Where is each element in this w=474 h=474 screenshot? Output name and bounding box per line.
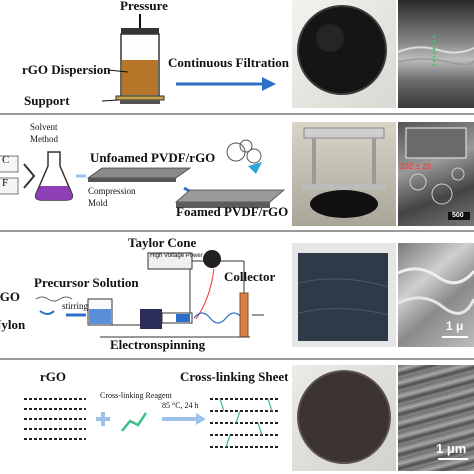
left-cutoff-bottom: F (2, 177, 9, 189)
rgo-label: rGO (40, 369, 66, 384)
electrospinning-label: Electronspinning (110, 337, 206, 352)
left-nylon-label: Nylon (0, 317, 26, 332)
stirring-label: stirring (62, 301, 88, 311)
reagent-label: Cross-linking Reagent (100, 391, 172, 400)
condition-label: 85 °C, 24 h (162, 401, 199, 410)
foam-sem-image: 292 ± 20 500 (398, 122, 474, 226)
panel-filtration: Pressure rGO Dispersion Support Continuo… (0, 0, 474, 112)
press-photo (292, 122, 396, 226)
left-rgo-label: rGO (0, 289, 20, 304)
dispersion-label: rGO Dispersion (22, 62, 111, 77)
solvent-label: Solvent (30, 122, 58, 132)
compression-label: Compression (88, 186, 136, 196)
filtration-photo (292, 0, 396, 108)
panel-crosslinking: rGO Cross-linking Reagent 85 °C, 24 h Cr… (0, 361, 474, 474)
foam-scale-small: 500 (452, 212, 464, 219)
hv-label: High Voltage Power (150, 253, 203, 259)
separator-1 (0, 113, 474, 115)
electrospinning-diagram (35, 250, 264, 338)
foaming-diagram (0, 139, 286, 208)
filtration-label: Continuous Filtration (168, 55, 289, 70)
crosslinked-sheet-photo (292, 365, 396, 471)
filtration-diagram (101, 14, 276, 104)
electrospun-sem-image: 1 μ (398, 243, 474, 347)
mold-label: Mold (88, 198, 108, 208)
collector-label: Collector (224, 269, 276, 284)
foamed-label: Foamed PVDF/rGO (176, 204, 289, 219)
unfoamed-label: Unfoamed PVDF/rGO (90, 150, 216, 165)
filtration-sem-image (398, 0, 474, 108)
electrospun-scale-label: 1 μ (446, 319, 464, 333)
precursor-label: Precursor Solution (34, 275, 139, 290)
taylor-label: Taylor Cone (128, 235, 197, 250)
separator-3 (0, 358, 474, 360)
crosslinked-scale-label: 1 μm (436, 441, 467, 456)
sheet-label: Cross-linking Sheet (180, 369, 289, 384)
pressure-label: Pressure (120, 0, 168, 13)
method-label: Method (30, 134, 58, 144)
support-label: Support (24, 93, 70, 108)
separator-2 (0, 230, 474, 232)
left-cutoff-top: C (2, 154, 10, 166)
crosslinking-diagram (24, 398, 280, 448)
foam-scale-label: 292 ± 20 (400, 162, 432, 171)
electrospun-sheet-photo (292, 243, 396, 347)
crosslinked-sem-image: 1 μm (398, 365, 474, 471)
panel-electrospinning: Taylor Cone High Voltage Power Precursor… (0, 233, 474, 357)
panel-foaming: C F Solvent Method Unfoamed PVDF/rGO Com… (0, 116, 474, 228)
